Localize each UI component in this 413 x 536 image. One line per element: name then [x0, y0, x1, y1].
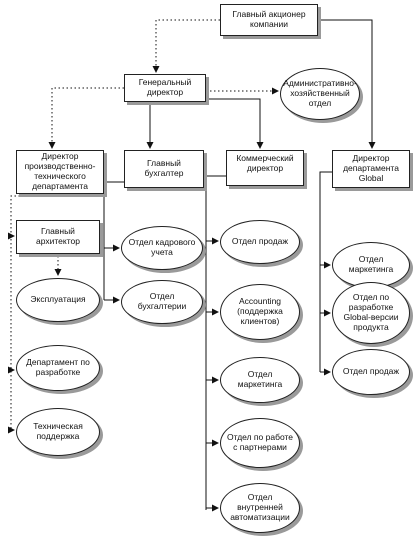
node-development-department: Департамент по разработке	[16, 345, 100, 391]
node-hr-department: Отдел кадрового учета	[121, 226, 203, 270]
node-production-director: Директор производственно-технического де…	[16, 150, 104, 194]
node-sales: Отдел продаж	[220, 220, 300, 264]
node-accounting-support: Accounting (поддержка клиентов)	[220, 284, 300, 340]
node-ceo: Генеральный директор	[124, 74, 206, 102]
node-chief-architect: Главный архитектор	[16, 220, 100, 254]
node-global-development: Отдел по разработке Global-версии продук…	[332, 282, 410, 344]
edge-global-branch	[319, 171, 332, 372]
node-admin-department: Административно-хозяйственный отдел	[280, 68, 360, 120]
node-exploitation: Эксплуатация	[16, 278, 100, 322]
node-partners: Отдел по работе с партнерами	[220, 418, 300, 468]
node-chief-accountant: Главный бухгалтер	[124, 150, 204, 188]
node-internal-automation: Отдел внутренней автоматизации	[220, 483, 300, 533]
edge-ceo-com	[206, 98, 264, 149]
node-commercial-director: Коммерческий директор	[226, 150, 304, 186]
node-shareholder: Главный акционер компании	[220, 4, 318, 36]
node-global-marketing: Отдел маркетинга	[332, 242, 410, 288]
edge-com-branch	[205, 175, 228, 510]
edge-shareholder-ceo	[152, 19, 220, 73]
node-global-director: Директор департамента Global	[332, 150, 410, 188]
node-accounting-department: Отдел бухгалтерии	[121, 280, 203, 324]
edge-shareholder-global	[318, 19, 376, 149]
edge-ceo-prod	[48, 87, 124, 149]
edge-chiefacc-branch	[103, 181, 128, 300]
edge-prod-branch	[10, 195, 20, 430]
node-tech-support: Техническая поддержка	[16, 408, 100, 456]
node-global-sales: Отдел продаж	[332, 349, 410, 395]
node-marketing: Отдел маркетинга	[220, 357, 300, 403]
